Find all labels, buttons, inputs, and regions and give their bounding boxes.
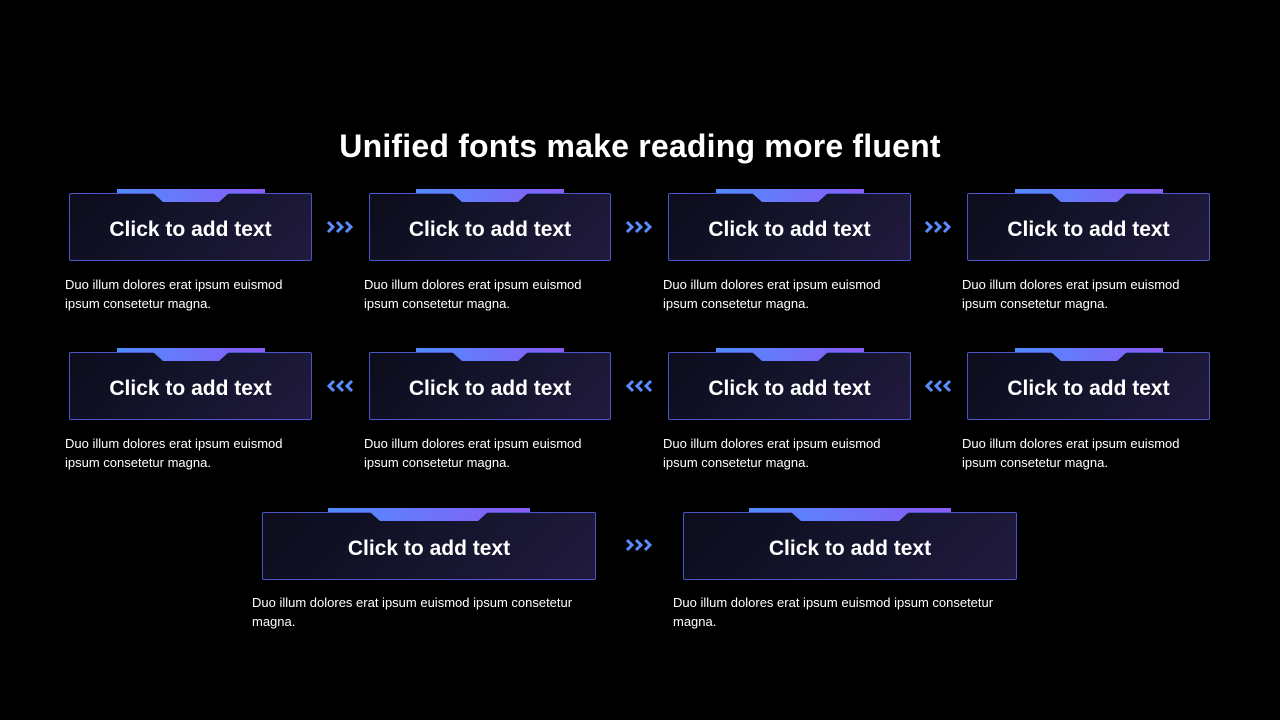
step-card-9[interactable]: Click to add text: [262, 508, 596, 580]
step-desc-8: Duo illum dolores erat ipsum euismod ips…: [962, 436, 1180, 470]
step-card-5[interactable]: Click to add text: [69, 348, 312, 420]
chevron-right-icon: [625, 220, 653, 234]
step-label-9: Click to add text: [347, 537, 511, 560]
step-desc-2: Duo illum dolores erat ipsum euismod ips…: [364, 277, 582, 311]
step-desc-7: Duo illum dolores erat ipsum euismod ips…: [663, 436, 881, 470]
page-title: Unified fonts make reading more fluent: [339, 128, 941, 164]
step-label-1: Click to add text: [109, 218, 272, 241]
step-card-6[interactable]: Click to add text: [369, 348, 611, 420]
step-label-3: Click to add text: [708, 218, 871, 241]
step-card-2[interactable]: Click to add text: [369, 189, 611, 261]
step-card-3[interactable]: Click to add text: [668, 189, 911, 261]
chevron-right-icon: [326, 220, 354, 234]
step-card-10[interactable]: Click to add text: [683, 508, 1017, 580]
step-card-1[interactable]: Click to add text: [69, 189, 312, 261]
step-desc-1: Duo illum dolores erat ipsum euismod ips…: [65, 277, 283, 311]
step-desc-4: Duo illum dolores erat ipsum euismod ips…: [962, 277, 1180, 311]
chevron-left-icon: [924, 379, 952, 393]
step-card-7[interactable]: Click to add text: [668, 348, 911, 420]
step-label-10: Click to add text: [768, 537, 932, 560]
chevron-right-icon: [625, 538, 653, 552]
chevron-left-icon: [326, 379, 354, 393]
step-label-7: Click to add text: [708, 377, 871, 400]
step-label-5: Click to add text: [109, 377, 272, 400]
chevron-right-icon: [924, 220, 952, 234]
step-card-8[interactable]: Click to add text: [967, 348, 1210, 420]
step-desc-10: Duo illum dolores erat ipsum euismod ips…: [673, 595, 994, 629]
chevron-left-icon: [625, 379, 653, 393]
step-label-2: Click to add text: [408, 218, 572, 241]
step-label-4: Click to add text: [1007, 218, 1170, 241]
step-label-6: Click to add text: [408, 377, 572, 400]
step-label-8: Click to add text: [1007, 377, 1170, 400]
step-desc-9: Duo illum dolores erat ipsum euismod ips…: [252, 595, 573, 629]
step-desc-5: Duo illum dolores erat ipsum euismod ips…: [65, 436, 283, 470]
step-desc-6: Duo illum dolores erat ipsum euismod ips…: [364, 436, 582, 470]
step-desc-3: Duo illum dolores erat ipsum euismod ips…: [663, 277, 881, 311]
step-card-4[interactable]: Click to add text: [967, 189, 1210, 261]
